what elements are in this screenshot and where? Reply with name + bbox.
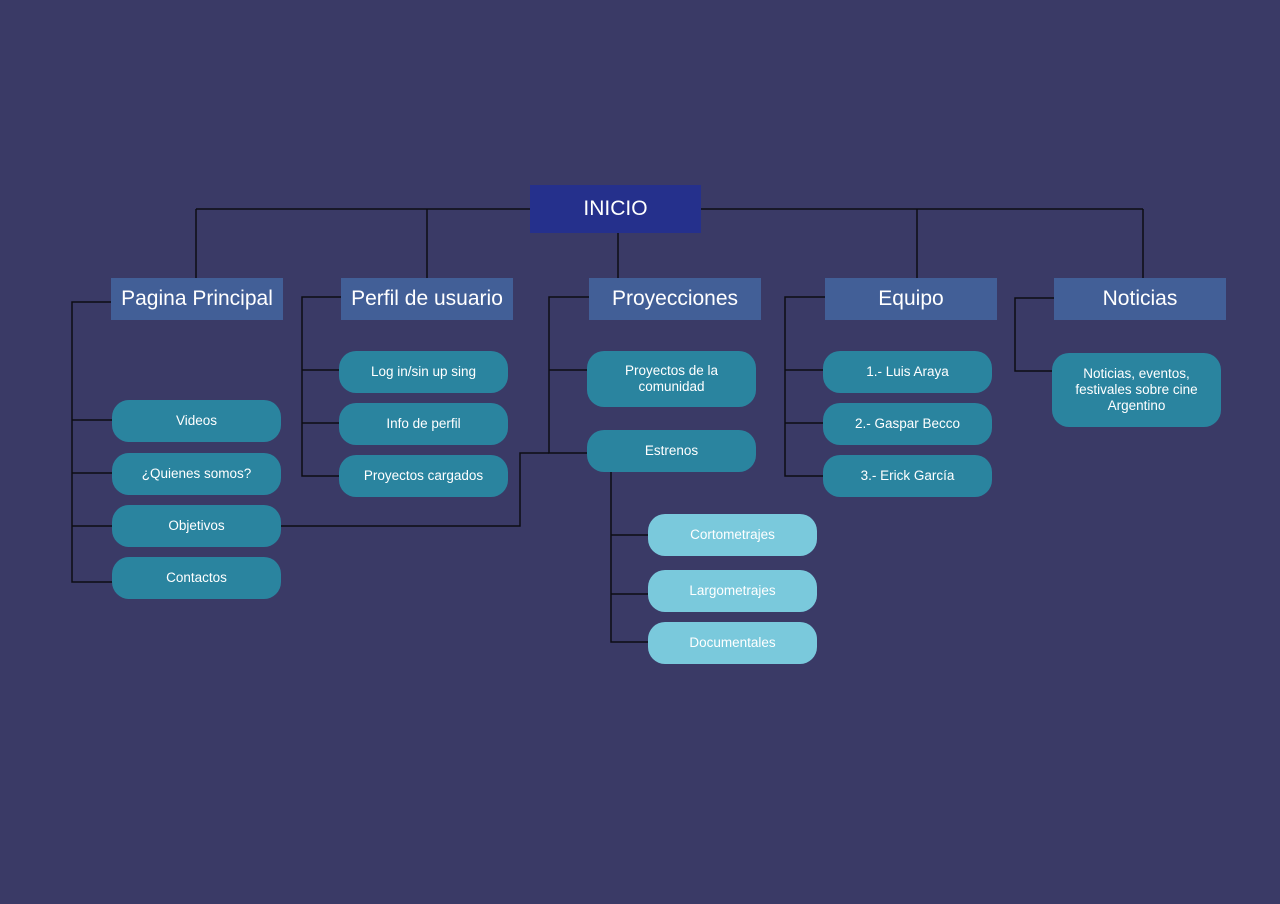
item-noticias-eventos[interactable]: Noticias, eventos, festivales sobre cine… — [1052, 353, 1221, 427]
section-pagina-principal[interactable]: Pagina Principal — [111, 278, 283, 320]
item-erick-garcia[interactable]: 3.- Erick García — [823, 455, 992, 497]
item-proyectos-cargados[interactable]: Proyectos cargados — [339, 455, 508, 497]
root-node-inicio[interactable]: INICIO — [530, 185, 701, 233]
item-videos[interactable]: Videos — [112, 400, 281, 442]
item-largometrajes[interactable]: Largometrajes — [648, 570, 817, 612]
connector-objetivos-estrenos — [281, 452, 549, 527]
connector-equipo-spine — [784, 296, 825, 477]
item-cortometrajes[interactable]: Cortometrajes — [648, 514, 817, 556]
item-documentales[interactable]: Documentales — [648, 622, 817, 664]
connector-estrenos-spine — [610, 472, 649, 643]
item-quienes-somos[interactable]: ¿Quienes somos? — [112, 453, 281, 495]
section-noticias[interactable]: Noticias — [1054, 278, 1226, 320]
connector-noticias-spine — [1014, 297, 1054, 372]
item-gaspar-becco[interactable]: 2.- Gaspar Becco — [823, 403, 992, 445]
item-estrenos[interactable]: Estrenos — [587, 430, 756, 472]
connector-perfil-spine — [301, 296, 341, 477]
item-contactos[interactable]: Contactos — [112, 557, 281, 599]
item-login[interactable]: Log in/sin up sing — [339, 351, 508, 393]
section-perfil-usuario[interactable]: Perfil de usuario — [341, 278, 513, 320]
section-proyecciones[interactable]: Proyecciones — [589, 278, 761, 320]
item-proyectos-comunidad[interactable]: Proyectos de la comunidad — [587, 351, 756, 407]
item-objetivos[interactable]: Objetivos — [112, 505, 281, 547]
connector-proyecciones-spine — [548, 296, 589, 454]
section-equipo[interactable]: Equipo — [825, 278, 997, 320]
item-luis-araya[interactable]: 1.- Luis Araya — [823, 351, 992, 393]
connector-pagina-spine — [71, 301, 113, 583]
item-info-perfil[interactable]: Info de perfil — [339, 403, 508, 445]
